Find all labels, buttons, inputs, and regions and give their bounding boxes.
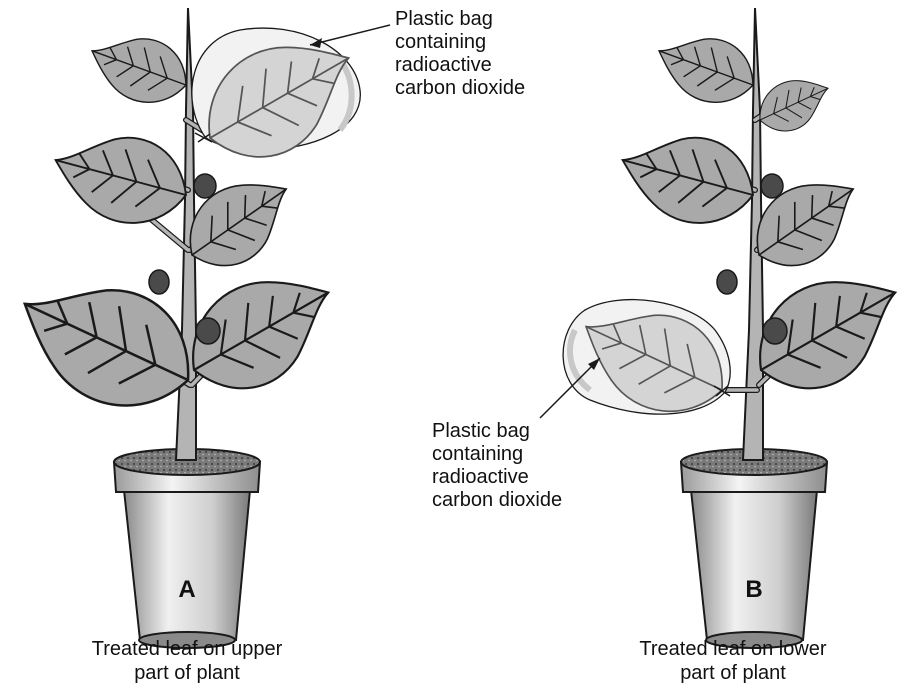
pot-b-letter: B [745,576,762,603]
bag-label-a-line-4: carbon dioxide [395,77,525,100]
fruit-a-2 [149,270,169,294]
fruit-b-3 [763,318,787,344]
bag-label-a-line-2: containing [395,31,525,54]
pointer-a [310,25,390,45]
fruit-a-1 [194,174,216,198]
caption-b-line-1: Treated leaf on lower [573,637,893,661]
bag-label-b-line-3: radioactive [432,466,562,489]
bag-label-a: Plastic bag containing radioactive carbo… [395,8,525,100]
caption-a: Treated leaf on upper part of plant [27,637,347,685]
caption-a-line-1: Treated leaf on upper [27,637,347,661]
leaf-b-top-left [648,21,764,115]
pot-b: B [681,449,827,648]
caption-b-line-2: part of plant [573,661,893,685]
caption-a-line-2: part of plant [27,661,347,685]
bag-label-b: Plastic bag containing radioactive carbo… [432,420,562,512]
bag-label-b-line-1: Plastic bag [432,420,562,443]
bag-b [563,284,742,433]
bag-label-a-line-1: Plastic bag [395,8,525,31]
bag-label-b-line-4: carbon dioxide [432,489,562,512]
leaf-a-upper-left [44,119,196,236]
bag-label-a-line-3: radioactive [395,54,525,77]
bag-label-b-line-2: containing [432,443,562,466]
plant-a: A [1,8,390,648]
bag-a [184,14,373,182]
fruit-a-3 [196,318,220,344]
fruit-b-1 [761,174,783,198]
leaf-b-top-right [750,67,838,142]
plant-b: B [540,8,906,648]
leaf-b-upper-left [611,119,763,236]
pot-a-letter: A [178,576,195,603]
leaf-a-top-left [81,21,197,115]
fruit-b-2 [717,270,737,294]
caption-b: Treated leaf on lower part of plant [573,637,893,685]
pot-a: A [114,449,260,648]
